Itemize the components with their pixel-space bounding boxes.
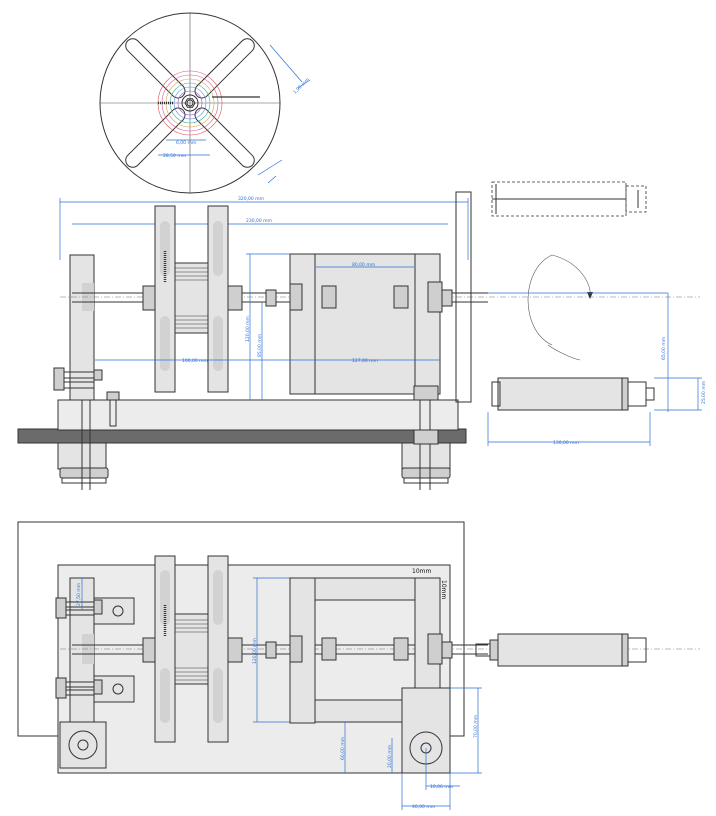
dim-40: 40,00 mm	[412, 804, 435, 810]
dim-27-5: 27,50 mm	[76, 583, 82, 606]
dim-127: 127,00 mm	[352, 358, 378, 364]
label-10mm-vertical: 10mm	[440, 580, 447, 599]
dim-70: 70,00 mm	[473, 715, 479, 738]
dim-130: 130,00 mm	[553, 440, 579, 446]
top-view: 10mm 10mm 27,50 mm	[17, 521, 700, 810]
dim-230: 230,00 mm	[246, 218, 272, 224]
front-view: 320,00 mm 230,00 mm	[17, 181, 707, 490]
label-10mm-horizontal: 10mm	[412, 568, 431, 575]
dim-100: 100,00 mm	[182, 358, 208, 364]
dim-85: 85,00 mm	[257, 334, 263, 357]
dim-60: 60,00 mm	[340, 737, 346, 760]
dim-6: 6,00 mm	[176, 140, 196, 146]
dim-25: 25,00 mm	[701, 381, 707, 404]
disc-view: 6,00 mm 28,50 mm 1,90 mm	[99, 12, 311, 194]
dim-28-5: 28,50 mm	[163, 153, 186, 159]
dim-65: 65,00 mm	[661, 337, 667, 360]
dim-120a: 120,00 mm	[245, 316, 251, 342]
dim-20: 20,00 mm	[387, 745, 393, 768]
dim-320: 320,00 mm	[238, 196, 264, 202]
dim-80: 80,00 mm	[352, 262, 375, 268]
dim-120b: 120,00 mm	[252, 638, 258, 664]
dim-10-06: 10,06 mm	[430, 784, 453, 790]
dim-1-9: 1,90 mm	[292, 77, 311, 96]
